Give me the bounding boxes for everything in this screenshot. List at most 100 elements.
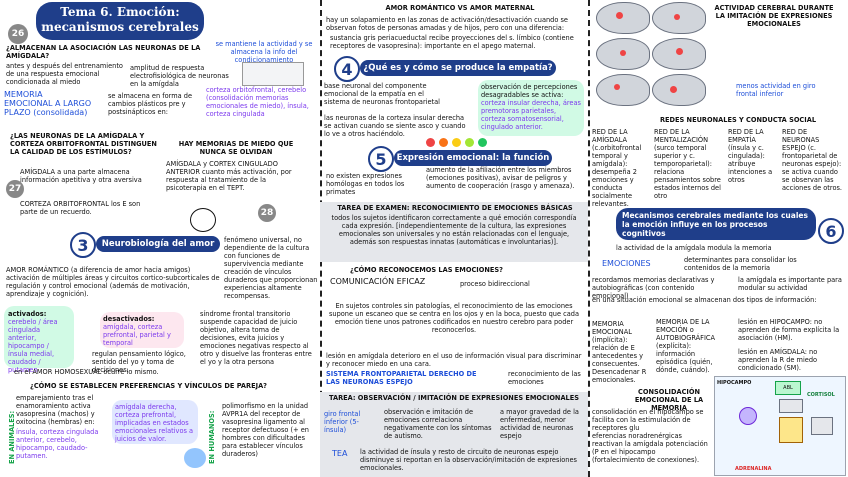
section-6-title: Mecanismos cerebrales mediante los cuale… <box>616 208 816 240</box>
diagram-adrenalina-label: ADRENALINA <box>735 466 772 472</box>
amor-vs-heading: AMOR ROMÁNTICO VS AMOR MATERNAL <box>385 4 535 12</box>
badge-27: 27 <box>6 180 24 198</box>
espejo-text: SISTEMA FRONTOPARIETAL DERECHO DE LAS NE… <box>326 370 477 386</box>
lesion-text: lesión en amígdala deterioro en el uso d… <box>326 352 582 368</box>
diagram-amygdala-box: ABL <box>775 381 801 395</box>
plasticity-list: corteza orbitofrontal, cerebelo (consoli… <box>206 86 309 118</box>
tarea1-box <box>320 202 588 262</box>
red-mentalizacion: RED DE LA MENTALIZACIÓN (surco temporal … <box>654 128 721 200</box>
red-empatia: RED DE LA EMPATÍA (ínsula y c. cingulada… <box>728 128 773 184</box>
giro-text: observación e imitación de emociones cor… <box>384 408 492 440</box>
tea-text: la actividad de ínsula y resto de circui… <box>360 448 577 472</box>
giro-result: a mayor gravedad de la enfermedad, menor… <box>500 408 579 440</box>
ghost-drawing <box>190 208 216 232</box>
emoji-faces <box>426 138 506 148</box>
activados-heading: activados: <box>8 310 47 318</box>
section-3-number: 3 <box>70 232 96 258</box>
animales-text: emparejamiento tras el enamoramiento act… <box>16 394 95 426</box>
homosexual-text: en el AMOR HOMOSEXUAL ocurre lo mismo. <box>14 368 159 376</box>
memoria-largo-plazo: MEMORIA EMOCIONAL A LARGO PLAZO (consoli… <box>4 90 92 117</box>
question-pareja: ¿CÓMO SE ESTABLECEN PREFERENCIAS Y VÍNCU… <box>30 382 267 390</box>
amor-side-text: fenómeno universal, no dependiente de la… <box>224 236 318 300</box>
animales-label: EN ANIMALES: <box>8 410 16 464</box>
column-3: ACTIVIDAD CEREBRAL DURANTE LA IMITACIÓN … <box>588 0 848 477</box>
almacenan-text: en una situación emocional se almacenan … <box>592 296 817 304</box>
neuron-sketch <box>242 62 304 86</box>
amor-vs-item: sustancia gris periacueductal recibe pro… <box>330 34 574 50</box>
espejo-result: reconocimiento de las emociones <box>508 370 581 386</box>
red-amigdala: RED DE LA AMÍGDALA (c.orbitofrontal temp… <box>592 128 642 208</box>
diagram-box-bottom <box>811 417 833 435</box>
question-reconocer: ¿CÓMO RECONOCEMOS LAS EMOCIONES? <box>350 266 503 274</box>
memoria-implicita: MEMORIA EMOCIONAL (implícita): relación … <box>592 320 647 384</box>
section-4-number: 4 <box>334 56 360 82</box>
modula-memoria: la actividad de la amígdala modula la me… <box>616 244 772 252</box>
sindrome-text: síndrome frontal transitorio suspende ca… <box>200 310 312 366</box>
proceso-bidireccional: proceso bidireccional <box>460 280 530 288</box>
section-4-title: ¿Qué es y cómo se produce la empatía? <box>360 60 556 76</box>
lesion-hipocampo: lesión en HIPOCAMPO: no aprenden de form… <box>738 318 840 342</box>
column-1: Tema 6. Emoción: mecanismos cerebrales 2… <box>0 0 322 477</box>
title-line2: mecanismos cerebrales <box>41 20 199 34</box>
tarea1-heading: TAREA DE EXAMEN: RECONOCIMIENTO DE EMOCI… <box>337 204 573 212</box>
redes-heading: REDES NEURONALES Y CONDUCTA SOCIAL <box>659 116 817 124</box>
emociones-text: determinantes para consolidar los conten… <box>684 256 797 272</box>
p1-left: antes y después del entrenamiento de una… <box>6 62 123 86</box>
diagram-nucleus-2 <box>779 417 803 443</box>
note-condicionamiento: se mantiene la actividad y se almacena l… <box>215 40 313 64</box>
diagram-cortisol-label: CORTISOL <box>807 392 835 398</box>
tea-label: TEA <box>332 449 348 458</box>
red-espejo: RED DE NEURONAS ESPEJO (c. frontoparieta… <box>782 128 843 192</box>
section-3-title: Neurobiología del amor <box>96 236 220 252</box>
question-neuronas: ¿LAS NEURONAS DE LA AMÍGDALA Y CORTEZA O… <box>10 132 157 156</box>
miedo-title: HAY MEMORIAS DE MIEDO QUE NUNCA SE OLVID… <box>178 140 294 156</box>
eferencias-text: eferencias noradrenérgicas reactivan la … <box>592 432 708 464</box>
badge-28: 28 <box>258 204 276 222</box>
giro-label: giro frontal inferior (5-ínsula) <box>324 410 361 434</box>
title-pill: Tema 6. Emoción: mecanismos cerebrales <box>36 2 204 40</box>
section-5-title: Expresión emocional: la función <box>394 150 552 166</box>
desactivados-heading: desactivados: <box>103 315 155 323</box>
activados-box: activados: cerebelo / área cingulada ant… <box>4 306 74 374</box>
cof-text: CORTEZA ORBITOFRONTAL los E son parte de… <box>20 200 141 216</box>
activados-list: cerebelo / área cingulada anterior, hipo… <box>8 318 58 374</box>
desactivados-box: desactivados: amígdala, corteza prefront… <box>100 312 184 348</box>
memoria-autobiografica: MEMORIA DE LA EMOCIÓN o AUTOBIOGRÁFICA (… <box>656 318 715 374</box>
hippocampus-diagram: HIPOCAMPO CORTISOL ABL ADRENALINA <box>714 376 846 476</box>
emociones-label: EMOCIONES <box>602 259 651 268</box>
humanos-label: EN HUMANOS: <box>208 410 216 464</box>
empatia-list: corteza insular derecha, áreas premotora… <box>481 99 581 131</box>
plasticity-text: se almacena en forma de cambios plástico… <box>108 92 193 116</box>
consolidacion-text: consolidación en el hipocampo se facilit… <box>592 408 704 432</box>
miedo-text: AMÍGDALA y CORTEX CINGULADO ANTERIOR cua… <box>166 160 292 192</box>
animales-list: ínsula, corteza cingulada anterior, cere… <box>16 428 99 460</box>
sec5-right: aumento de la afiliación entre los miemb… <box>426 166 575 190</box>
empatia-bottom: las neuronas de la corteza insular derec… <box>324 114 466 138</box>
consolidacion-heading: CONSOLIDACIÓN EMOCIONAL DE LA MEMORIA <box>634 388 704 412</box>
comunicacion-eficaz: COMUNICACIÓN EFICAZ <box>330 277 426 286</box>
diagram-nucleus-1 <box>779 399 803 413</box>
p1-right: amplitud de respuesta electrofisiológica… <box>130 64 229 88</box>
diagram-vta <box>739 407 757 425</box>
tarea1-text: todos los sujetos identificaron correcta… <box>331 214 577 246</box>
lesion-amigdala: lesión en AMÍGDALA: no aprenden la R de … <box>738 348 818 372</box>
humanos-text: polimorfismo en la unidad AVPR1A del rec… <box>222 402 309 458</box>
tarea2-heading: TAREA: OBSERVACIÓN / IMITACIÓN DE EXPRES… <box>328 394 580 402</box>
recordamos-right: la amígdala es importante para modular s… <box>738 276 842 292</box>
sec5-left: no existen expresiones homólogas en todo… <box>326 172 405 196</box>
amigdala-text: AMÍGDALA a una parte almacena informació… <box>20 168 142 184</box>
recordamos-text: recordamos memorias declarativas y autob… <box>592 276 715 300</box>
menos-actividad: menos actividad en giro frontal inferior <box>736 82 816 98</box>
amigdala-derecha-box: amígdala derecha, corteza prefrontal, im… <box>112 400 198 444</box>
diagram-hipocampo-label: HIPOCAMPO <box>717 380 752 386</box>
heart-drawing <box>184 448 206 468</box>
brain-image-grid <box>596 2 706 106</box>
empatia-right-box: observación de percepciones desagradable… <box>478 80 584 136</box>
desactivados-text: regulan pensamiento lógico, sentido del … <box>92 350 186 374</box>
section-5-number: 5 <box>368 146 394 172</box>
actividad-heading: ACTIVIDAD CEREBRAL DURANTE LA IMITACIÓN … <box>714 4 834 28</box>
amor-romantico-text: AMOR ROMÁNTICO (a diferencia de amor hac… <box>6 266 220 298</box>
empatia-left: base neuronal del componente emocional d… <box>324 82 441 106</box>
question-amigdala: ¿ALMACENAN LA ASOCIACIÓN LAS NEURONAS DE… <box>6 44 201 60</box>
desactivados-list: amígdala, corteza prefrontal, parietal y… <box>103 323 171 347</box>
